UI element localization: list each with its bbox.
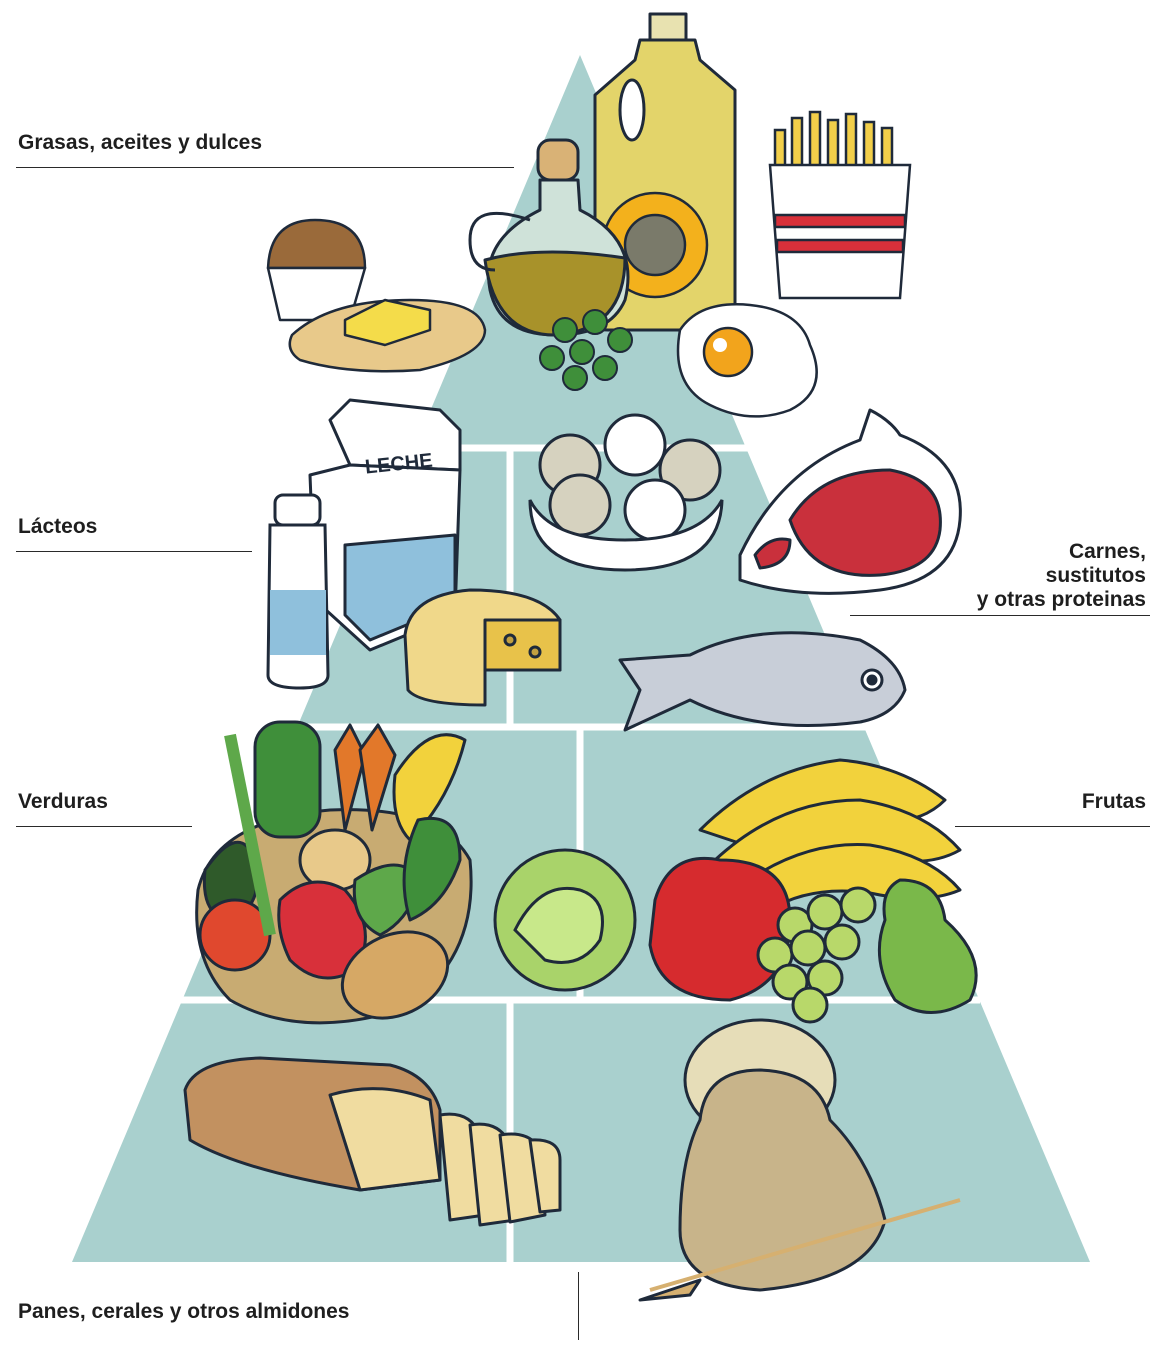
leader-line-vegetables [16, 826, 192, 827]
leader-line-proteins [850, 615, 1150, 616]
leader-line-grains [578, 1272, 579, 1340]
label-proteins-line3: y otras proteinas [977, 588, 1146, 612]
label-proteins-line1: Carnes, [977, 540, 1146, 564]
label-vegetables: Verduras [18, 790, 108, 814]
leader-line-fats [16, 167, 514, 168]
muffin-and-toast [268, 220, 485, 371]
leader-line-fruits [955, 826, 1150, 827]
label-grains: Panes, cerales y otros almidones [18, 1300, 350, 1324]
label-fruits: Frutas [1082, 790, 1146, 814]
lettuce [495, 850, 635, 990]
fries [770, 112, 910, 298]
label-proteins: Carnes, sustitutos y otras proteinas [977, 540, 1146, 612]
label-fats-oils-sweets: Grasas, aceites y dulces [18, 131, 262, 155]
label-dairy: Lácteos [18, 515, 97, 539]
leader-line-dairy [16, 551, 252, 552]
steak [740, 410, 960, 593]
milk-bottle [268, 495, 328, 688]
label-proteins-line2: sustitutos [977, 564, 1146, 588]
